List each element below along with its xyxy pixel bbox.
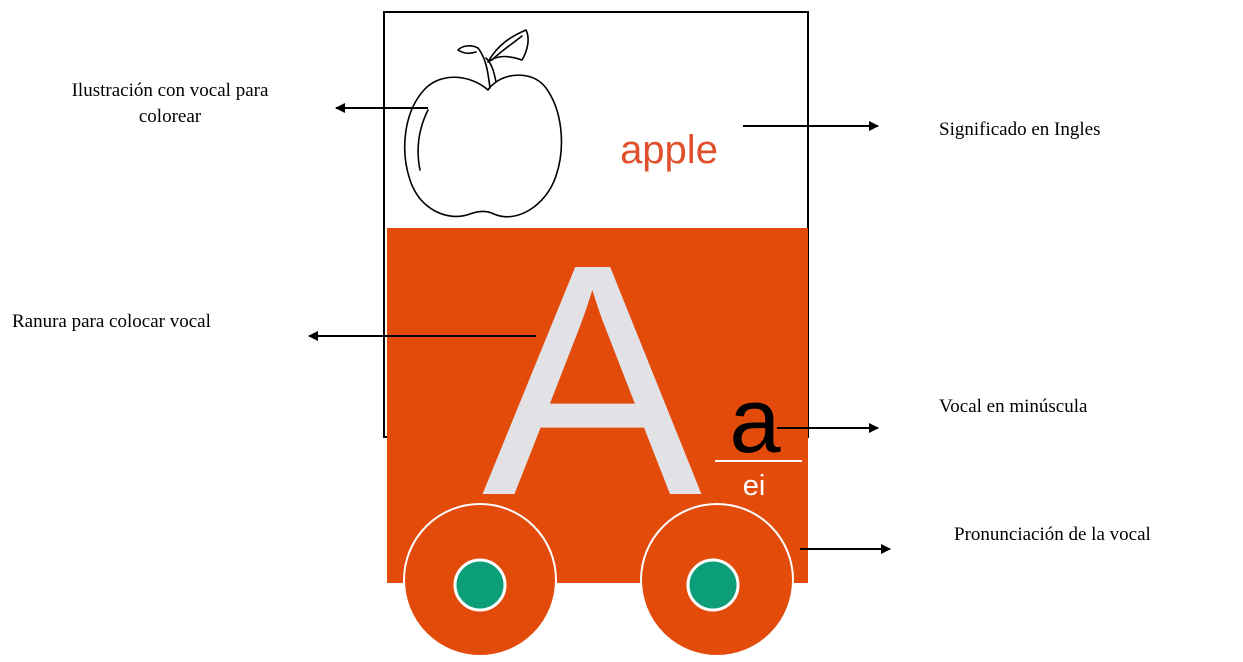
callout-illustration-line2: colorear [34, 104, 306, 130]
callout-meaning: Significado en Ingles [939, 117, 1100, 143]
callout-illustration: Ilustración con vocal para colorear [34, 78, 306, 130]
callout-illustration-line1: Ilustración con vocal para [34, 78, 306, 104]
callout-lowercase: Vocal en minúscula [939, 394, 1087, 420]
callout-slot: Ranura para colocar vocal [12, 309, 211, 335]
pronunciation-text: ei [743, 470, 766, 502]
english-word: apple [620, 128, 718, 172]
lowercase-vowel: a [729, 370, 781, 472]
callout-pronunciation: Pronunciación de la vocal [954, 522, 1151, 548]
uppercase-vowel: A [482, 195, 704, 564]
